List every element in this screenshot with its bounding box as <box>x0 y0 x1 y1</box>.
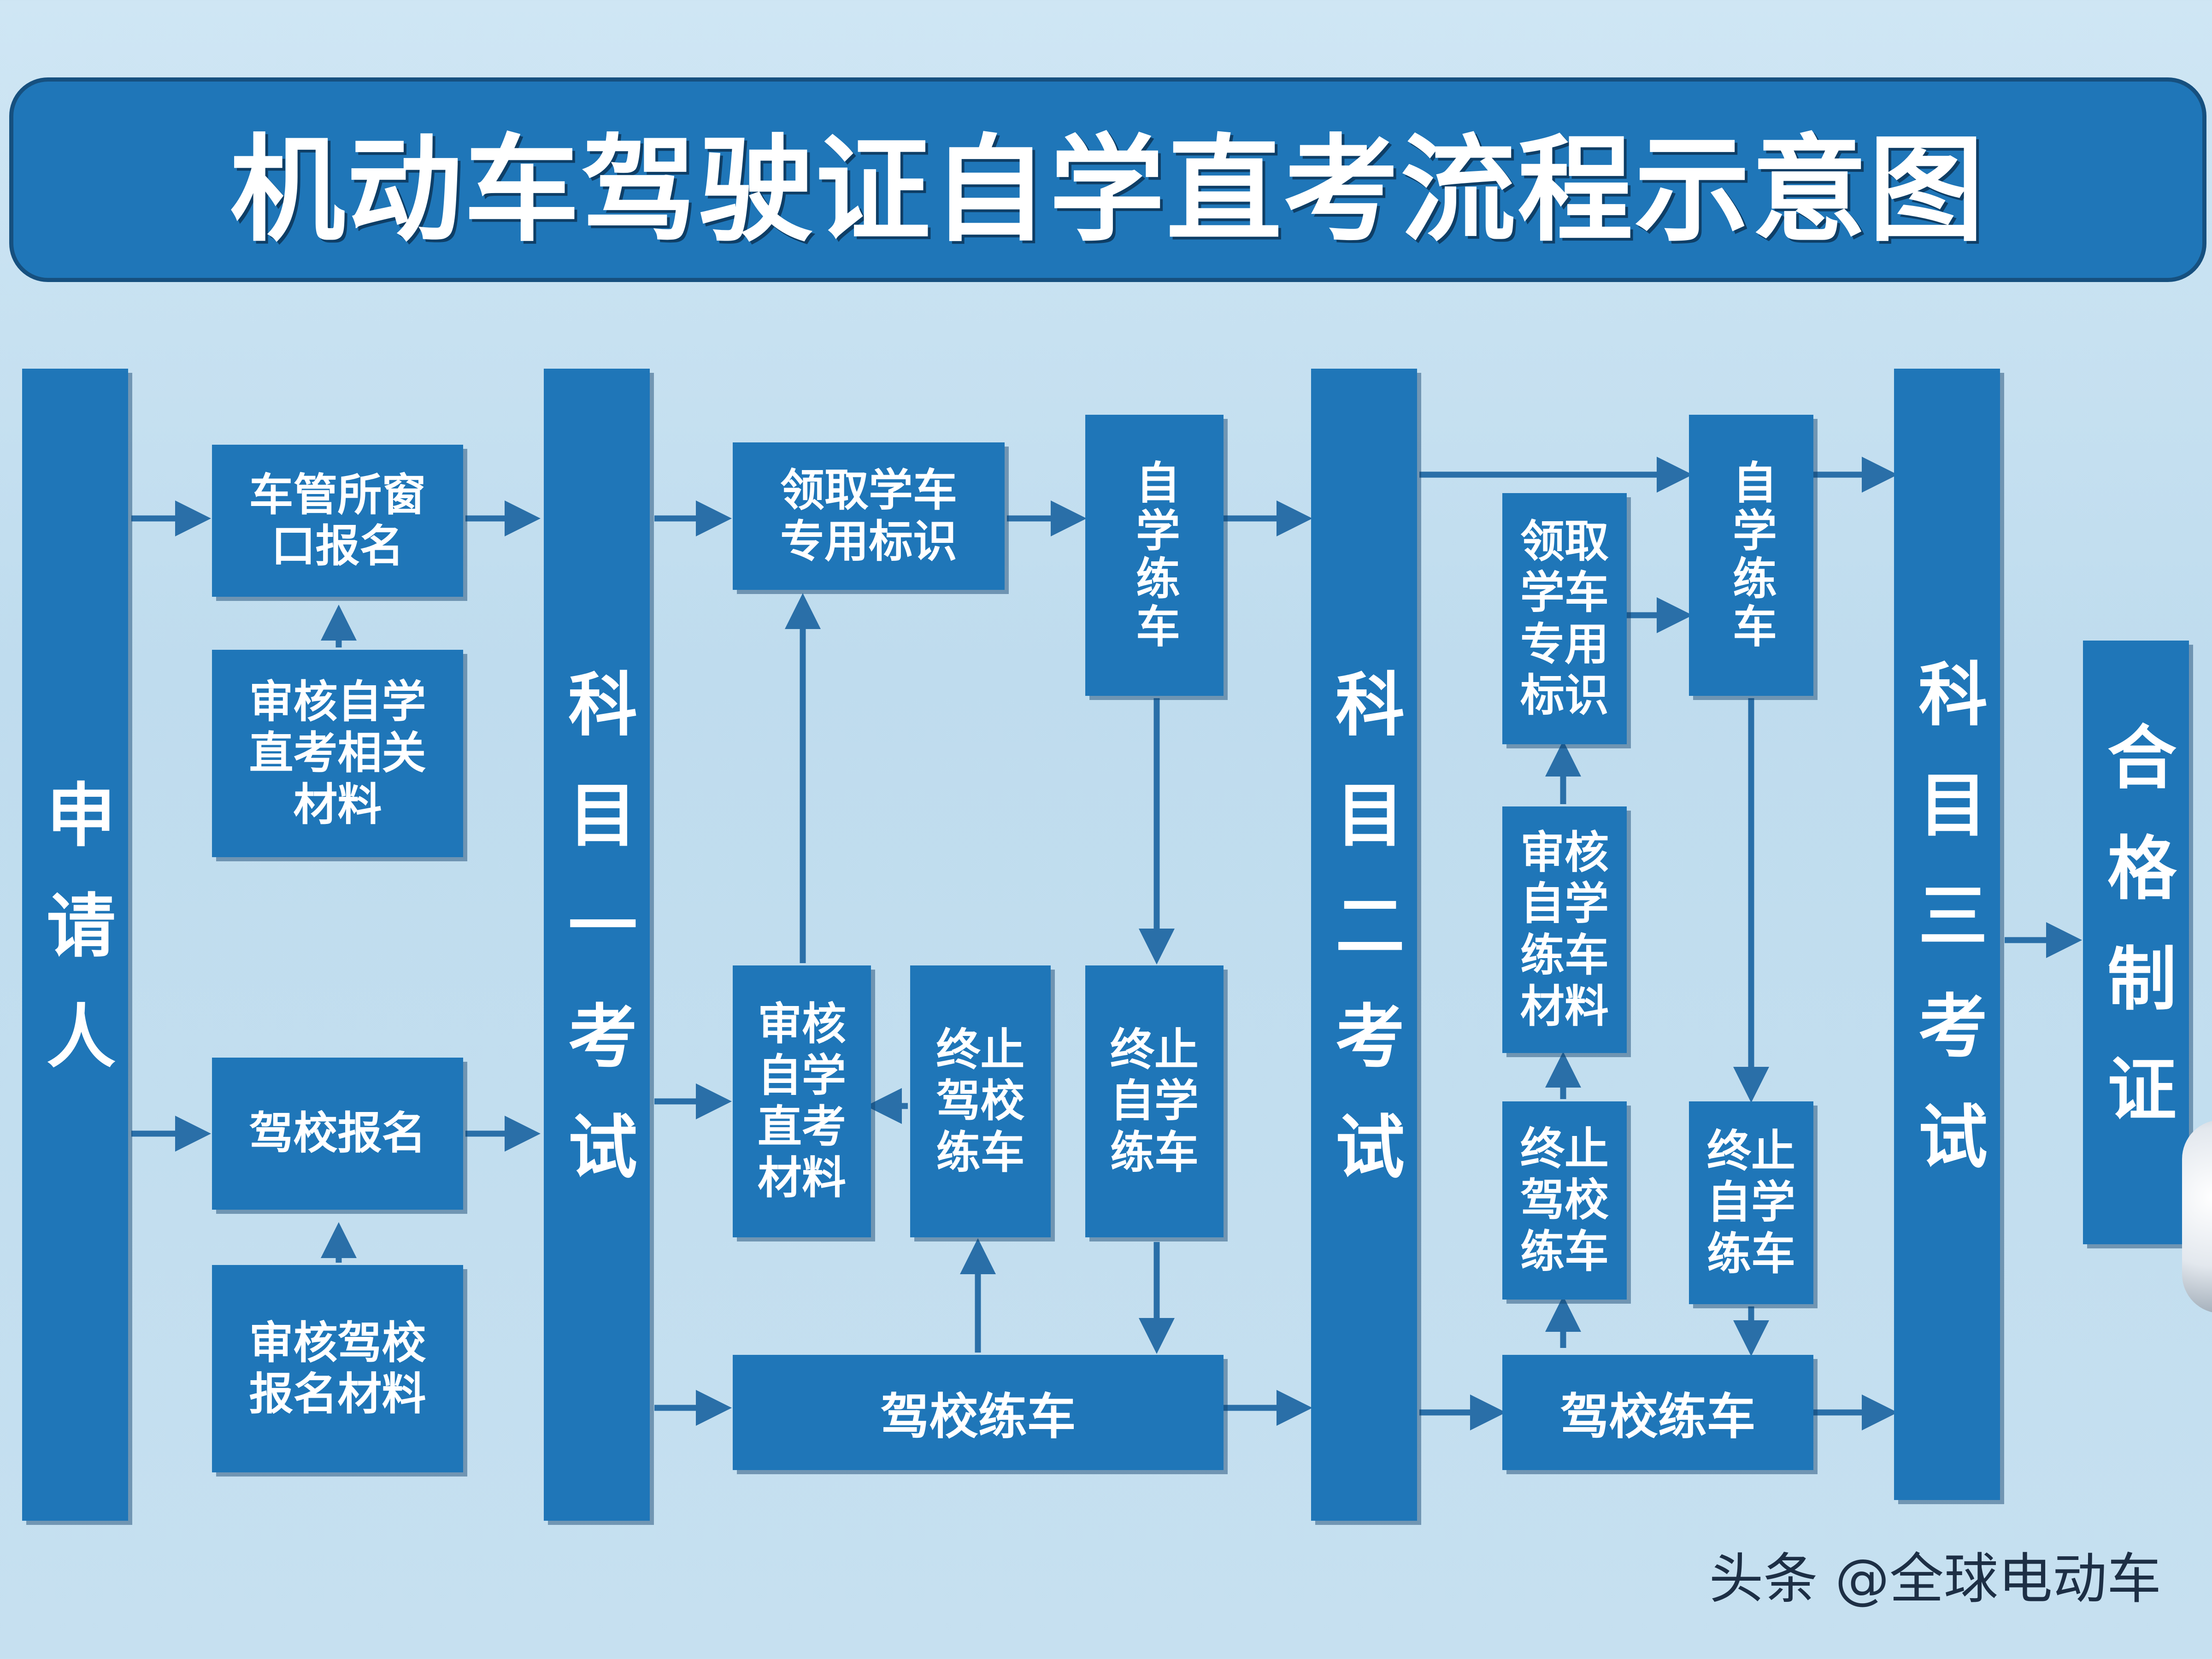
title-banner: 机动车驾驶证自学直考流程示意图 <box>9 77 2206 282</box>
column-applicant: 申请人 <box>22 369 128 1521</box>
box-dmv-window-signup: 车管所窗口报名 <box>212 445 463 597</box>
column-subject1-exam: 科目一考试 <box>544 369 650 1521</box>
box-stop-self-practice-2: 终止自学练车 <box>1689 1101 1813 1304</box>
box-get-learner-sign-1: 领取学车专用标识 <box>733 442 1005 590</box>
box-stop-school-practice-1: 终止驾校练车 <box>910 965 1051 1237</box>
box-stop-school-practice-2: 终止驾校练车 <box>1502 1101 1627 1300</box>
watermark-text: 头条 @全球电动车 <box>1709 1547 2161 1611</box>
box-school-practice-1: 驾校练车 <box>733 1355 1224 1470</box>
box-review-self-practice: 审核自学练车材料 <box>1502 806 1627 1053</box>
box-review-school-materials: 审核驾校报名材料 <box>212 1265 463 1472</box>
box-school-signup: 驾校报名 <box>212 1058 463 1210</box>
box-review-selfstudy-direct: 审核自学直考材料 <box>733 965 871 1237</box>
box-get-learner-sign-2: 领取学车专用标识 <box>1502 493 1627 744</box>
partial-avatar-decoration <box>2182 1120 2212 1313</box>
column-subject3-exam: 科目三考试 <box>1894 369 2000 1500</box>
box-self-practice-1: 自学练车 <box>1085 415 1224 696</box>
column-subject2-exam: 科目二考试 <box>1311 369 1417 1521</box>
box-self-practice-2: 自学练车 <box>1689 415 1813 696</box>
box-stop-self-practice-1: 终止自学练车 <box>1085 965 1224 1237</box>
box-review-selfstudy-materials: 审核自学直考相关材料 <box>212 650 463 857</box>
diagram-title: 机动车驾驶证自学直考流程示意图 <box>230 123 1986 257</box>
column-certificate: 合格制证 <box>2083 641 2189 1244</box>
box-school-practice-2: 驾校练车 <box>1502 1355 1813 1470</box>
